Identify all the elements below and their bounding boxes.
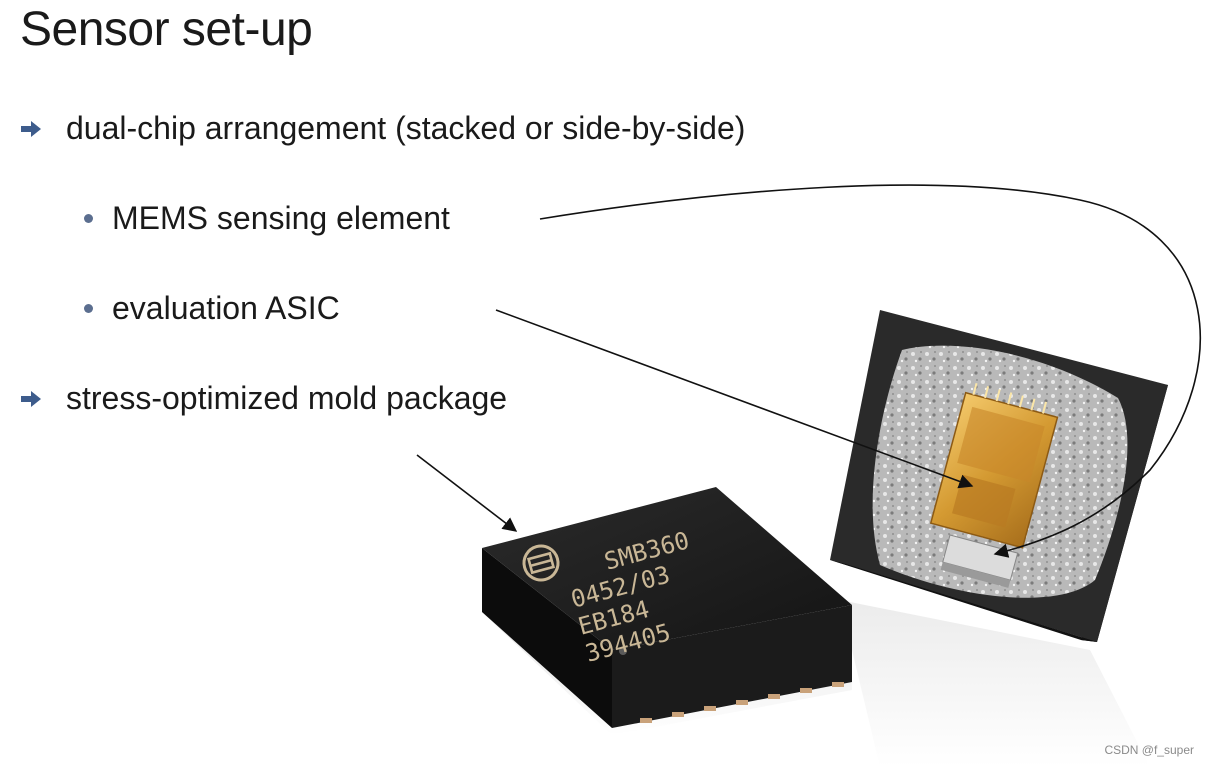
watermark: CSDN @f_super (1104, 743, 1194, 757)
callout-mems-arrow (539, 184, 1201, 558)
bullet-text: evaluation ASIC (112, 290, 340, 326)
bullet-text: stress-optimized mold package (66, 380, 508, 416)
bullet-mold-package: stress-optimized mold package (20, 380, 507, 417)
bullet-asic: evaluation ASIC (84, 290, 340, 327)
arrow-icon (21, 120, 41, 137)
opened-package (830, 310, 1168, 642)
arrow-icon (21, 390, 41, 407)
bullet-text: MEMS sensing element (112, 200, 450, 236)
bosch-logo-icon (522, 544, 560, 582)
bullet-text: dual-chip arrangement (stacked or side-b… (66, 110, 746, 146)
opened-package-reflection (840, 600, 1150, 767)
bullet-mems: MEMS sensing element (84, 200, 450, 237)
asic-die (940, 534, 1019, 588)
bullet-dual-chip: dual-chip arrangement (stacked or side-b… (20, 110, 745, 147)
dot-icon (84, 214, 93, 223)
slide-title: Sensor set-up (20, 3, 313, 56)
dot-icon (84, 304, 93, 313)
mold-package: SMB360 0452/03 EB184 394405 (482, 487, 852, 728)
callout-asic-arrow (495, 309, 974, 489)
callout-mold-arrow (416, 454, 518, 532)
